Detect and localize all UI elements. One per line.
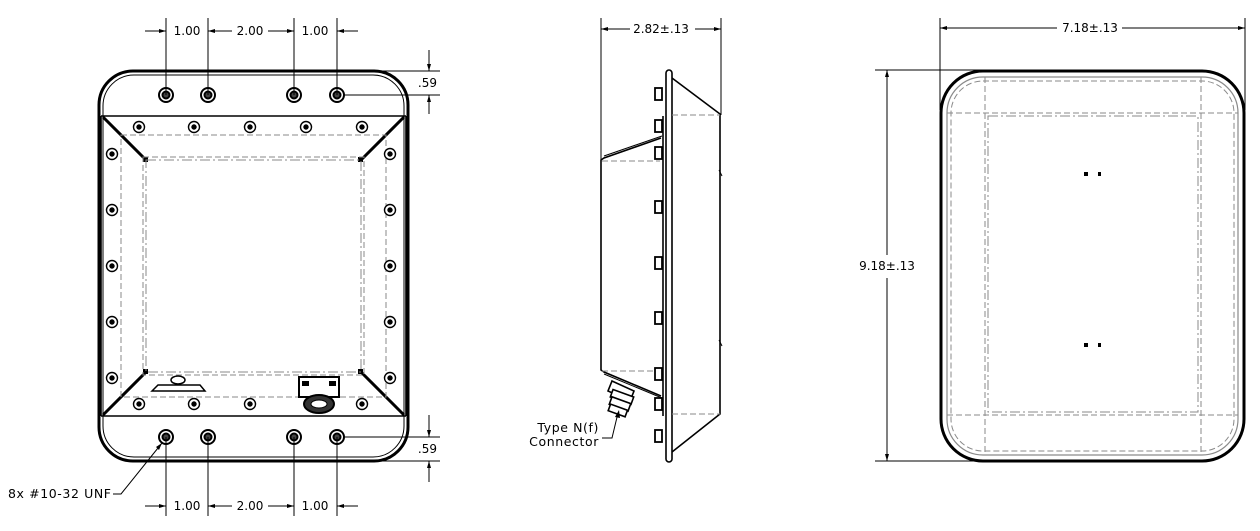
rear-view: 7.18±.13 9.18±.13 (859, 18, 1246, 463)
n-connector-side-icon (606, 379, 636, 418)
hidden-outline (120, 134, 387, 398)
rear-outline (939, 69, 1246, 463)
bolt-icon (187, 120, 201, 134)
stud-callout-leader (113, 442, 163, 495)
bolt-icon (383, 371, 397, 385)
bolt-icon (383, 315, 397, 329)
bottom-offset-dim (344, 415, 440, 482)
bottom-dim-1: 1.00 (174, 499, 201, 513)
top-extension-lines (145, 18, 358, 95)
bolt-icon (355, 397, 369, 411)
connector-label-line1: Type N(f) (536, 420, 599, 435)
top-dim-3: 1.00 (302, 24, 329, 38)
top-dim-1: 1.00 (174, 24, 201, 38)
bolt-icon (132, 397, 146, 411)
top-dim-2: 2.00 (237, 24, 264, 38)
connector-label-line2: Connector (529, 434, 599, 449)
front-flange-inner-edge (102, 74, 405, 458)
front-view: 1.00 2.00 1.00 .59 .59 (8, 18, 440, 516)
bottom-offset-value: .59 (418, 442, 437, 456)
side-flange-plate (665, 69, 673, 463)
bolt-icon (105, 203, 119, 217)
depth-dim: 2.82±.13 (633, 22, 689, 36)
bolt-icon (355, 120, 369, 134)
bolt-icon (105, 315, 119, 329)
ground-lug-icon (150, 375, 207, 392)
side-bolt-heads (654, 87, 663, 443)
width-dim: 7.18±.13 (1062, 21, 1118, 35)
side-view: 2.82±.13 (529, 18, 723, 463)
bolt-icon (383, 203, 397, 217)
top-offset-value: .59 (418, 76, 437, 90)
stud-callout: 8x #10-32 UNF (8, 486, 112, 501)
bottom-dim-2: 2.00 (237, 499, 264, 513)
bolt-icon (299, 120, 313, 134)
bolt-icon (187, 397, 201, 411)
bottom-extension-lines (145, 437, 358, 516)
bolt-icon (243, 120, 257, 134)
bolt-icon (105, 371, 119, 385)
front-flange-outline (97, 69, 410, 463)
inner-bolt-ring (105, 120, 397, 411)
bottom-dim-3: 1.00 (302, 499, 329, 513)
mount-marks (1084, 172, 1101, 347)
bolt-icon (105, 147, 119, 161)
bolt-icon (383, 147, 397, 161)
n-connector-front-icon (298, 376, 340, 414)
bolt-icon (383, 259, 397, 273)
bolt-icon (105, 259, 119, 273)
bolt-icon (132, 120, 146, 134)
window-centerline (145, 159, 362, 373)
height-dim: 9.18±.13 (859, 259, 915, 273)
bolt-icon (243, 397, 257, 411)
top-offset-dim (344, 50, 440, 114)
